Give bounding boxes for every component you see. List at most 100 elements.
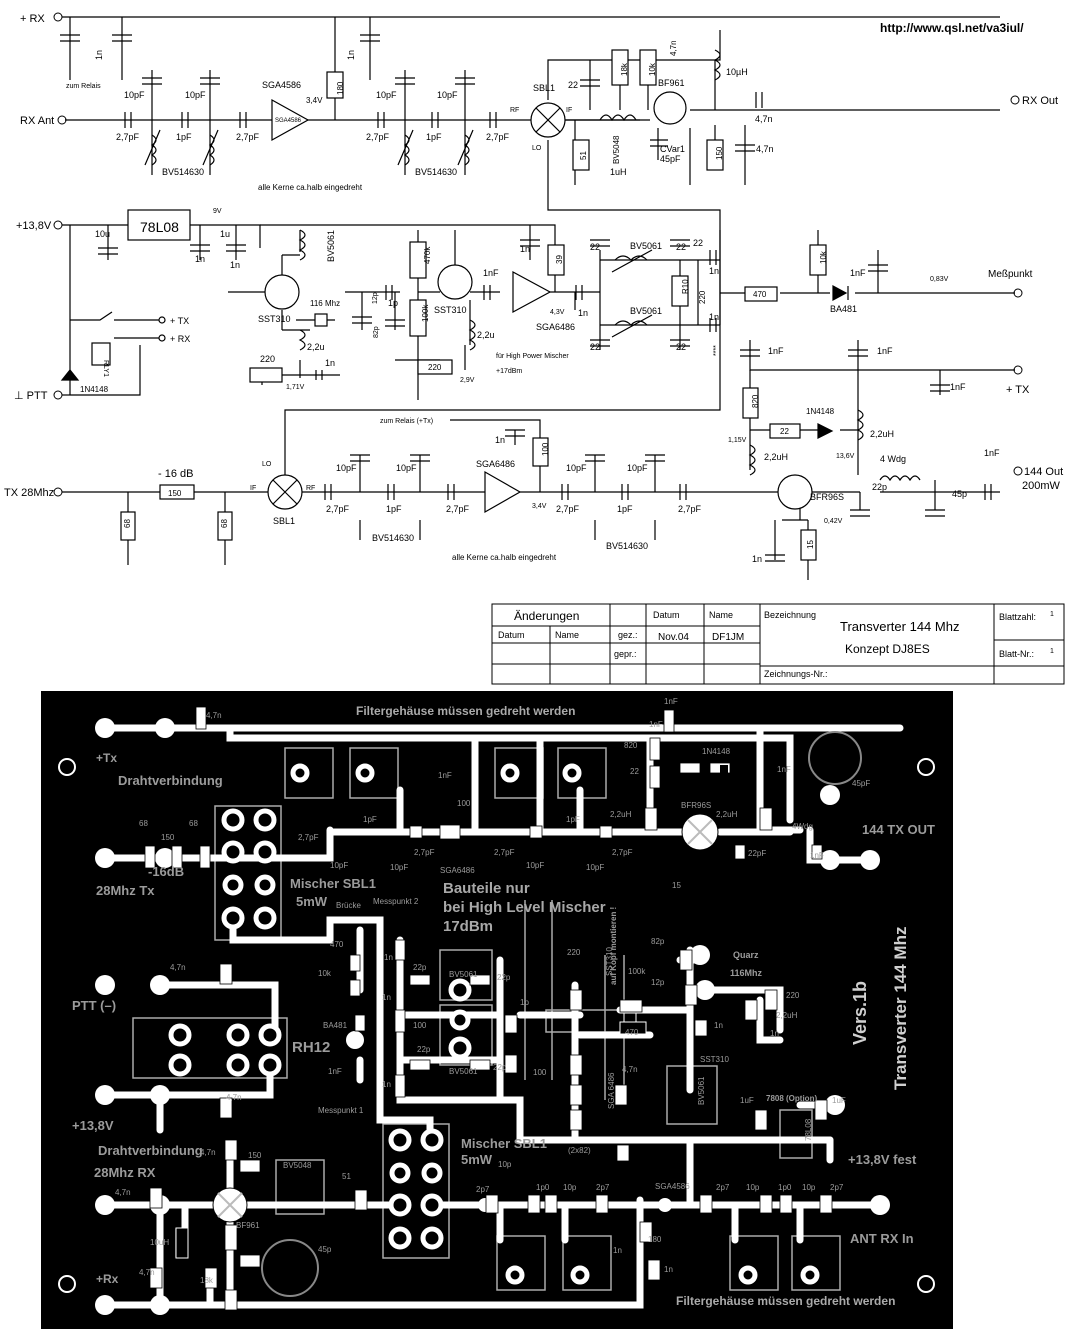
label: BA481: [830, 304, 857, 314]
resistor-150: [706, 139, 724, 171]
label: 1p: [388, 298, 398, 308]
schematic-diagram: http://www.qsl.net/va3iul/: [4, 12, 1065, 685]
resistor-150-atten: [159, 484, 195, 500]
label: LO: [532, 145, 542, 152]
resistor-100k: [409, 299, 427, 337]
port-13-8v: +13,8V: [16, 220, 52, 232]
label: alle Kerne ca.halb eingedreht: [452, 553, 557, 562]
label: 1: [1050, 648, 1054, 655]
label: - 16 dB: [158, 468, 193, 480]
label: 2,7pF: [556, 504, 580, 514]
label: Blattzahl:: [999, 612, 1036, 622]
label: 9V: [213, 208, 222, 215]
drawing-subtitle: Konzept DJ8ES: [845, 642, 930, 656]
resistor-r10: [671, 275, 689, 307]
label: 10uH: [150, 1238, 169, 1247]
label: 10pF: [336, 463, 357, 473]
crystal-116mhz: [314, 313, 328, 327]
pcb-plus-rx: +Rx: [96, 1272, 119, 1286]
pcb-wire-bridge-a: Drahtverbindung: [118, 773, 223, 788]
label: 116 Mhz: [310, 299, 340, 308]
regulator-78l08: [127, 209, 191, 241]
label: Änderungen: [514, 609, 579, 623]
label: 1N4148: [80, 385, 109, 394]
label: 18k: [620, 62, 629, 76]
label: 1nF: [649, 720, 663, 729]
label: 0,83V: [930, 276, 949, 283]
label: 1p0: [778, 1183, 792, 1192]
label: 180: [648, 1235, 662, 1244]
label: 2,7pF: [494, 848, 515, 857]
label: BV5061: [326, 230, 336, 262]
pcb-mixer-a: Mischer SBL1: [290, 876, 376, 891]
label: 2,7pF: [326, 504, 350, 514]
label: 2,2u: [477, 330, 495, 340]
label: zum Relais (+Tx): [380, 418, 433, 425]
label: 1n: [382, 993, 391, 1002]
label: 4 Wdg: [880, 454, 906, 464]
label: 1n: [346, 50, 356, 60]
label: SST310: [700, 1055, 729, 1064]
label: 45pF: [660, 154, 681, 164]
label: 10k: [318, 969, 332, 978]
resistor-22: [769, 423, 801, 439]
label: 78L08: [804, 1118, 813, 1141]
label: 150: [168, 489, 182, 498]
label: 1nF: [768, 346, 784, 356]
label: 220: [786, 991, 800, 1000]
label: Datum: [653, 610, 680, 620]
label: 100k: [628, 967, 646, 976]
label: 3,4V: [306, 96, 323, 105]
label: BV5061: [449, 1067, 478, 1076]
label: 2,7pF: [298, 833, 319, 842]
label: 0,42V: [824, 518, 843, 525]
port-rx-ant: RX Ant: [20, 115, 54, 127]
label: 1pF: [176, 132, 192, 142]
label: 22: [780, 427, 789, 436]
label: 1n: [520, 244, 530, 254]
label: BV5048: [283, 1161, 312, 1170]
label: 1nF: [328, 1067, 342, 1076]
mixer-pads: [168, 763, 820, 1285]
label: 470: [330, 940, 344, 949]
label: 2,7pF: [116, 132, 140, 142]
label: 22p: [872, 482, 887, 492]
label: SST310: [258, 314, 291, 324]
resistor-15: [800, 529, 817, 561]
label: 1n: [94, 50, 104, 60]
sst310-transistor-a: [264, 274, 300, 310]
label: 22: [590, 342, 600, 352]
label: 10pF: [390, 863, 408, 872]
label: 10pF: [566, 463, 587, 473]
label: 1nF: [850, 268, 866, 278]
port-ptt: ⊥ PTT: [14, 390, 48, 402]
label: 1p: [520, 998, 529, 1007]
label: SST310: [434, 305, 467, 315]
label: 22: [590, 242, 600, 252]
label: 10µH: [726, 67, 748, 77]
pcb-note-line3: 17dBm: [443, 918, 493, 935]
label: 10k: [648, 62, 657, 76]
label: 10pF: [376, 90, 397, 100]
tx-capacitors: [324, 349, 992, 562]
title-block-text: Änderungen Datum Name Datum Name gez.: g…: [498, 609, 1054, 679]
pcb-layout: Filtergehäuse müssen gedreht werden +Tx …: [41, 691, 953, 1329]
trimmer-outlines: [261, 731, 862, 1297]
label: 2,2uH: [776, 1011, 798, 1020]
port-rx: + RX: [20, 13, 45, 25]
pcb-quartz-freq: 116Mhz: [730, 968, 763, 978]
diode-1n4148-tx: [817, 423, 834, 439]
label: (2x82): [568, 1146, 591, 1155]
label: 820: [751, 394, 760, 408]
label: 68: [189, 819, 198, 828]
label: Zeichnungs-Nr.:: [764, 669, 828, 679]
inductor-bv5048: [599, 114, 637, 122]
label: 10pF: [586, 863, 604, 872]
label: 4,7n: [139, 1268, 155, 1277]
label: 10pF: [437, 90, 458, 100]
relay-rly1: [91, 342, 111, 366]
bf961-transistor: [653, 91, 687, 125]
label: CVar1: [660, 144, 685, 154]
label: 39: [555, 255, 564, 264]
label: 22p: [417, 1045, 431, 1054]
